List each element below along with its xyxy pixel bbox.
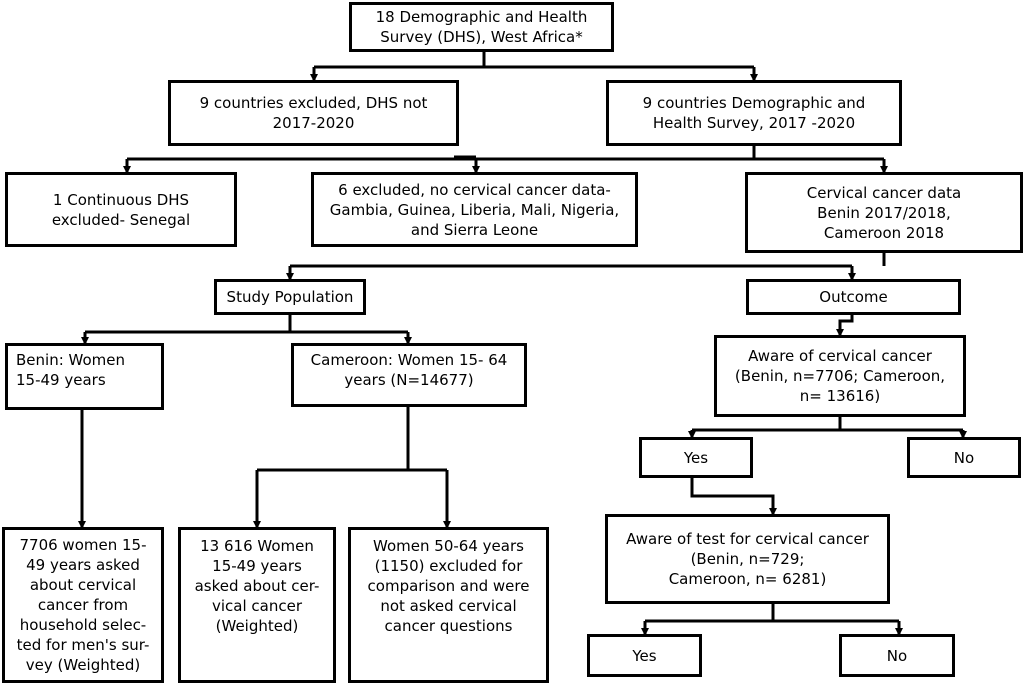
arrow-to-aware-test bbox=[690, 478, 777, 516]
node-text-line: No bbox=[953, 448, 975, 467]
node-text-line: (Benin, n=7706; Cameroon, bbox=[734, 367, 946, 385]
node-text-line: Cameroon 2018 bbox=[823, 223, 945, 242]
node-text-line: asked about cer- bbox=[194, 577, 320, 595]
node-text-line: Study Population bbox=[226, 288, 354, 306]
node-aware-cervical: Aware of cervical cancer (Benin, n=7706; … bbox=[714, 335, 966, 417]
node-text-line: not asked cervical bbox=[380, 597, 517, 615]
node-text-line: years (N=14677) bbox=[344, 371, 474, 389]
node-text-line: 6 excluded, no cervical cancer data- bbox=[338, 180, 611, 199]
node-text-line: Benin 2017/2018, bbox=[817, 203, 951, 222]
node-text-line: Women 50-64 years bbox=[373, 537, 524, 555]
node-excluded-not-recent: 9 countries excluded, DHS not 2017-2020 bbox=[168, 80, 459, 146]
connector-data-split bbox=[290, 253, 886, 268]
node-text-line: Outcome bbox=[819, 288, 888, 306]
node-cameroon-women: Cameroon: Women 15- 64 years (N=14677) bbox=[291, 343, 527, 407]
node-text-line: Aware of test for cervical cancer bbox=[626, 530, 869, 548]
node-yes-2: Yes bbox=[587, 634, 702, 677]
node-aware-test: Aware of test for cervical cancer (Benin,… bbox=[605, 514, 890, 604]
node-text-line: vical cancer bbox=[211, 597, 302, 615]
node-benin-asked: 7706 women 15- 49 years asked about cervic… bbox=[2, 527, 164, 683]
node-text-line: 13 616 Women bbox=[200, 537, 314, 555]
node-text-line: cancer from bbox=[37, 596, 129, 614]
node-no-data-excluded: 6 excluded, no cervical cancer data-Gamb… bbox=[311, 172, 638, 247]
connector-study-split bbox=[85, 315, 408, 334]
node-text-line: 9 countries Demographic and bbox=[642, 94, 866, 112]
node-text-line: (Benin, n=729; bbox=[690, 550, 805, 568]
node-text-line: ted for men's sur- bbox=[16, 636, 150, 654]
node-text-line: Health Survey, 2017 -2020 bbox=[652, 114, 856, 132]
node-text-line: about cervical bbox=[29, 576, 137, 594]
node-text-line: No bbox=[886, 646, 908, 665]
node-cameroon-excluded: Women 50-64 years (1150) excluded for comp… bbox=[348, 527, 549, 683]
node-cameroon-asked: 13 616 Women 15-49 years asked about cer-v… bbox=[178, 527, 336, 683]
node-no-1: No bbox=[907, 437, 1021, 478]
node-study-population: Study Population bbox=[214, 279, 366, 315]
node-text-line: 49 years asked bbox=[26, 556, 140, 574]
arrow-to-aware-cervical bbox=[836, 315, 854, 337]
node-text-line: cancer questions bbox=[384, 617, 513, 635]
node-text-line: Survey (DHS), West Africa* bbox=[380, 28, 583, 46]
connector-cameroon-split bbox=[257, 407, 447, 472]
node-text-line: excluded- Senegal bbox=[51, 210, 191, 229]
node-text-line: n= 13616) bbox=[799, 387, 881, 405]
node-text-line: 7706 women 15- bbox=[19, 536, 147, 554]
connector-recent-split bbox=[127, 146, 884, 161]
node-text-line: 1 Continuous DHS bbox=[52, 190, 190, 209]
connector-aware-split bbox=[692, 417, 963, 432]
node-text-line: Cameroon: Women 15- 64 bbox=[310, 351, 508, 369]
node-no-2: No bbox=[839, 634, 955, 677]
node-outcome: Outcome bbox=[746, 279, 961, 315]
node-text-line: comparison and were bbox=[367, 577, 530, 595]
node-text-line: Cameroon, n= 6281) bbox=[668, 570, 827, 588]
node-text-line: (Weighted) bbox=[215, 617, 299, 635]
node-text-line: Cervical cancer data bbox=[806, 183, 962, 202]
node-text-line: Yes bbox=[683, 448, 709, 467]
connector-test-split bbox=[645, 604, 899, 623]
node-text-line: 18 Demographic and Health bbox=[375, 8, 588, 26]
node-text-line: household selec- bbox=[19, 616, 147, 634]
node-text-line: 9 countries excluded, DHS not bbox=[199, 94, 428, 112]
node-text-line: and Sierra Leone bbox=[410, 220, 539, 239]
node-text-line: Aware of cervical cancer bbox=[748, 347, 932, 365]
node-benin-women: Benin: Women 15-49 years bbox=[5, 343, 164, 410]
node-text-line: vey (Weighted) bbox=[25, 656, 141, 674]
node-yes-1: Yes bbox=[639, 437, 753, 478]
node-text-line: Yes bbox=[632, 646, 657, 665]
node-text-line: Benin: Women bbox=[16, 351, 125, 369]
node-text-line: 2017-2020 bbox=[272, 114, 355, 132]
node-text-line: 15-49 years bbox=[212, 557, 302, 575]
connector-root-split bbox=[314, 52, 754, 69]
node-text-line: Gambia, Guinea, Liberia, Mali, Nigeria, bbox=[329, 200, 620, 219]
node-text-line: (1150) excluded for bbox=[374, 557, 523, 575]
node-text-line: 15-49 years bbox=[16, 371, 106, 389]
